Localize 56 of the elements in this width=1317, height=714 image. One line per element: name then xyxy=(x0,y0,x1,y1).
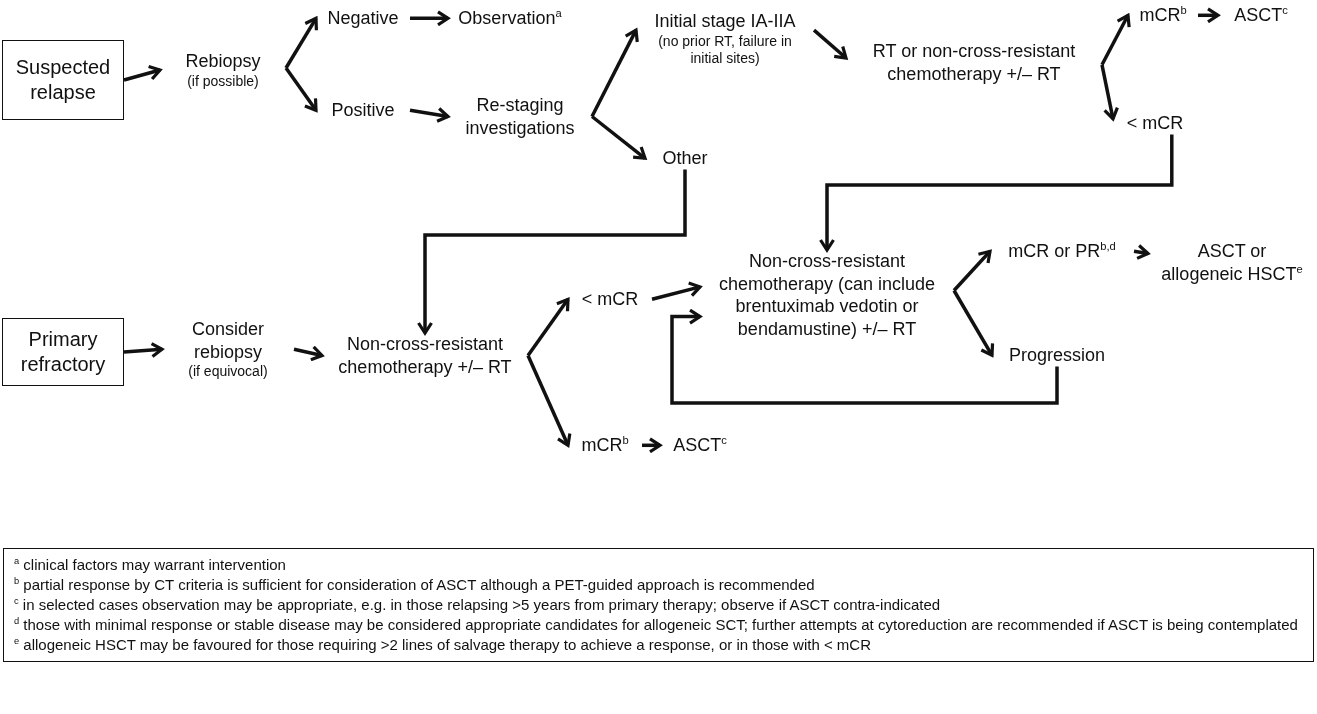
footnote-box xyxy=(3,548,1314,662)
arrow xyxy=(284,67,318,112)
arrow xyxy=(409,106,450,123)
node-text: Other xyxy=(661,147,709,170)
node-text: Positive xyxy=(330,99,396,122)
footnote-text: $^{b}$ partial response by CT criteria is sufficient for consideration of ASCT although a PET-guided approach is recommended xyxy=(14,574,816,595)
arrow xyxy=(410,10,450,27)
arrow xyxy=(416,169,687,335)
node-text: Consider rebiopsy xyxy=(190,318,265,363)
node-note: (if equivocal) xyxy=(187,363,269,381)
footnote-text: $^{e}$ allogeneic HSCT may be favoured for those requiring >2 lines of salvage therapy to achieve a response, or in those with < mCR xyxy=(14,634,873,655)
node-text: Non-cross-resistant chemotherapy +/– RT xyxy=(337,333,513,378)
arrow xyxy=(590,115,647,160)
node-text: Negative xyxy=(326,7,400,30)
start-box xyxy=(2,40,124,120)
node-text: Progression xyxy=(1007,344,1106,367)
footnote-text: $^{a}$ clinical factors may warrant intervention xyxy=(14,555,287,575)
arrow xyxy=(590,28,639,118)
arrow xyxy=(952,289,995,357)
arrow xyxy=(642,437,662,454)
arrow xyxy=(952,249,992,292)
arrow xyxy=(123,341,164,359)
arrow xyxy=(284,16,318,69)
node-text: < mCR xyxy=(580,288,640,311)
node-text: Re-staging investigations xyxy=(464,94,576,139)
arrow xyxy=(651,281,702,301)
node-text: Primary refractory xyxy=(19,327,107,377)
footnote-text: $^{c}$ in selected cases observation may be appropriate, e.g. in those relapsing >5 years from primary therapy; observe if ASCT contra-indicated xyxy=(14,594,942,615)
node-note: (no prior RT, failure in initial sites) xyxy=(657,32,793,68)
node-text: Initial stage IA-IIA xyxy=(653,10,797,33)
arrow xyxy=(1133,243,1150,260)
arrow xyxy=(818,134,1174,252)
node-note: (if possible) xyxy=(186,72,260,90)
node-text: RT or non-cross-resistant chemotherapy +/– RT xyxy=(871,40,1077,85)
arrow xyxy=(526,297,570,357)
start-box xyxy=(2,318,124,386)
node-text: Observation$^{a}$ xyxy=(457,7,563,30)
arrow xyxy=(1100,13,1131,66)
footnote-text: $^{d}$ those with minimal response or stable disease may be considered appropriate candidates for allogeneic SCT; further attempts at cytoreduction are recommended if ASCT is being contemplated xyxy=(14,614,1299,635)
arrow xyxy=(812,28,848,60)
node-text: ASCT$^{c}$ xyxy=(1233,4,1289,27)
arrow xyxy=(670,308,1059,405)
arrow xyxy=(123,64,162,82)
node-text: Non-cross-resistant chemotherapy (can include brentuximab vedotin or bendamustine) +/– RT xyxy=(717,250,937,340)
node-text: Rebiopsy xyxy=(184,50,262,73)
arrow xyxy=(1100,64,1119,121)
node-text: mCR or PR$^{b,d}$ xyxy=(1007,240,1117,263)
node-text: ASCT$^{c}$ xyxy=(672,434,728,457)
arrow xyxy=(526,354,572,447)
node-text: ASCT or allogeneic HSCT$^{e}$ xyxy=(1160,240,1304,285)
arrow xyxy=(293,345,324,362)
node-text: mCR$^{b}$ xyxy=(1138,4,1188,27)
arrow xyxy=(1198,7,1220,24)
node-text: Suspected relapse xyxy=(14,55,112,105)
node-text: < mCR xyxy=(1125,112,1185,135)
node-text: mCR$^{b}$ xyxy=(580,434,630,457)
